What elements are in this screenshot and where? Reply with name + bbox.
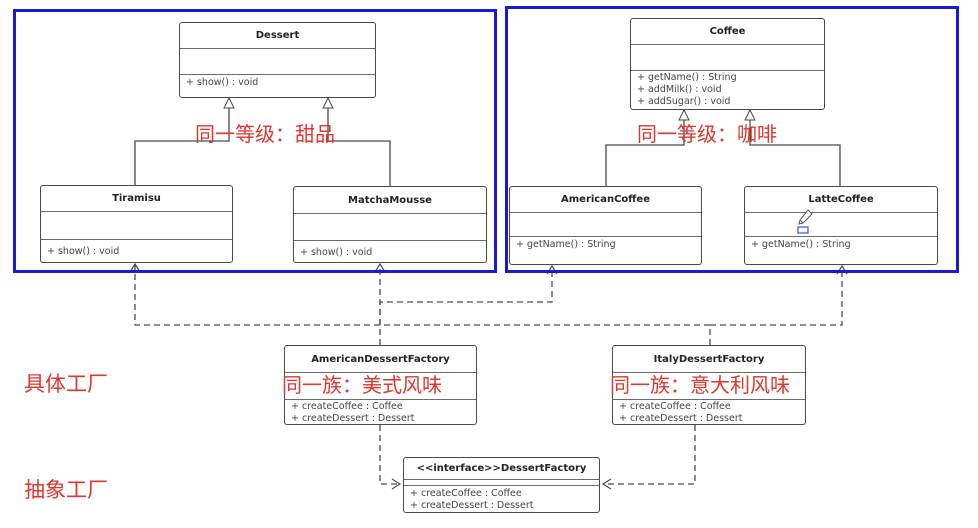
method: + show() : void: [47, 246, 120, 257]
methods-compartment: + createCoffee : Coffee + createDessert …: [613, 400, 805, 424]
methods-compartment: + createCoffee : Coffee + createDessert …: [285, 400, 476, 424]
method: + createCoffee : Coffee: [410, 488, 522, 499]
class-name: ItalyDessertFactory: [613, 346, 805, 373]
americancoffee-class[interactable]: AmericanCoffee + getName() : String: [509, 186, 702, 265]
coffee-inherit-arrow-right: [744, 108, 756, 121]
method: + addMilk() : void: [637, 84, 722, 95]
dessertfactory-interface[interactable]: <<interface>>DessertFactory + createCoff…: [403, 457, 600, 513]
class-name: LatteCoffee: [745, 187, 937, 213]
american-family-label: 同一族：美式风味: [282, 373, 442, 397]
italy-family-label: 同一族：意大利风味: [610, 373, 790, 397]
pencil-icon: [797, 209, 813, 234]
method: + createDessert : Dessert: [619, 413, 743, 424]
methods-compartment: + getName() : String + addMilk() : void …: [631, 71, 824, 109]
dessert-class[interactable]: Dessert + show() : void: [179, 22, 376, 98]
method: + getName() : String: [516, 239, 616, 250]
attributes-compartment: [285, 373, 476, 400]
method: + show() : void: [300, 247, 373, 258]
dessert-level-frame: [13, 9, 497, 273]
lattecoffee-class[interactable]: LatteCoffee + getName() : String: [744, 186, 938, 265]
attributes-compartment: [180, 49, 375, 75]
tiramisu-class[interactable]: Tiramisu + show() : void: [40, 185, 233, 263]
attributes-compartment: [631, 45, 824, 71]
methods-compartment: + getName() : String: [510, 237, 701, 253]
class-name: MatchaMousse: [294, 187, 486, 214]
methods-compartment: + show() : void: [180, 75, 375, 91]
methods-compartment: + show() : void: [294, 241, 486, 261]
method: + getName() : String: [751, 239, 851, 250]
concrete-factory-label: 具体工厂: [24, 372, 108, 396]
method: + addSugar() : void: [637, 96, 731, 107]
method: + createCoffee : Coffee: [291, 401, 403, 412]
attributes-compartment: [745, 213, 937, 237]
method: + show() : void: [186, 77, 259, 88]
italyfactory-to-latte-line: [710, 266, 843, 326]
class-name: Dessert: [180, 23, 375, 49]
latte-to-coffee-line: [749, 110, 841, 186]
abstract-factory-label: 抽象工厂: [24, 478, 108, 502]
tiramisu-to-dessert-line: [134, 98, 230, 185]
dessert-inheritance-lines: [134, 98, 391, 186]
dessert-level-label: 同一等级：甜品: [195, 122, 335, 146]
coffee-level-label: 同一等级：咖啡: [637, 122, 777, 146]
italydessertfactory-class[interactable]: ItalyDessertFactory + createCoffee : Cof…: [612, 345, 806, 425]
matchamousse-class[interactable]: MatchaMousse + show() : void: [293, 186, 487, 263]
italyfactory-to-interface-line: [603, 425, 696, 485]
attributes-compartment: [613, 373, 805, 400]
italyfactory-to-matcha-line: [379, 264, 711, 345]
method: + createCoffee : Coffee: [619, 401, 731, 412]
class-name: AmericanDessertFactory: [285, 346, 476, 373]
americanfactory-to-americancoffee-line: [379, 266, 553, 325]
class-name: <<interface>>DessertFactory: [404, 458, 599, 480]
dependency-lines: [134, 264, 843, 485]
methods-compartment: + createCoffee : Coffee + createDessert …: [404, 486, 599, 512]
method: + getName() : String: [637, 72, 737, 83]
coffee-inherit-arrow-left: [678, 108, 690, 121]
americanfactory-to-tiramisu-line: [134, 264, 381, 345]
method: + createDessert : Dessert: [291, 413, 415, 424]
dessert-inherit-arrow-left: [223, 96, 235, 109]
method: + createDessert : Dessert: [410, 500, 534, 511]
class-name: AmericanCoffee: [510, 187, 701, 213]
attributes-compartment: [510, 213, 701, 237]
coffee-inheritance-lines: [605, 110, 841, 186]
class-name: Tiramisu: [41, 186, 232, 212]
attributes-compartment: [41, 212, 232, 240]
coffee-class[interactable]: Coffee + getName() : String + addMilk() …: [630, 18, 825, 110]
americandessertfactory-class[interactable]: AmericanDessertFactory + createCoffee : …: [284, 345, 477, 425]
coffee-level-frame: [505, 6, 959, 273]
methods-compartment: + show() : void: [41, 240, 232, 260]
methods-compartment: + getName() : String: [745, 237, 937, 253]
attributes-compartment: [404, 480, 599, 486]
dessert-inherit-arrow-right: [322, 96, 334, 109]
americanfactory-to-interface-line: [379, 425, 400, 485]
americancoffee-to-coffee-line: [605, 110, 685, 186]
attributes-compartment: [294, 214, 486, 241]
class-name: Coffee: [631, 19, 824, 45]
matcha-to-dessert-line: [327, 98, 391, 186]
